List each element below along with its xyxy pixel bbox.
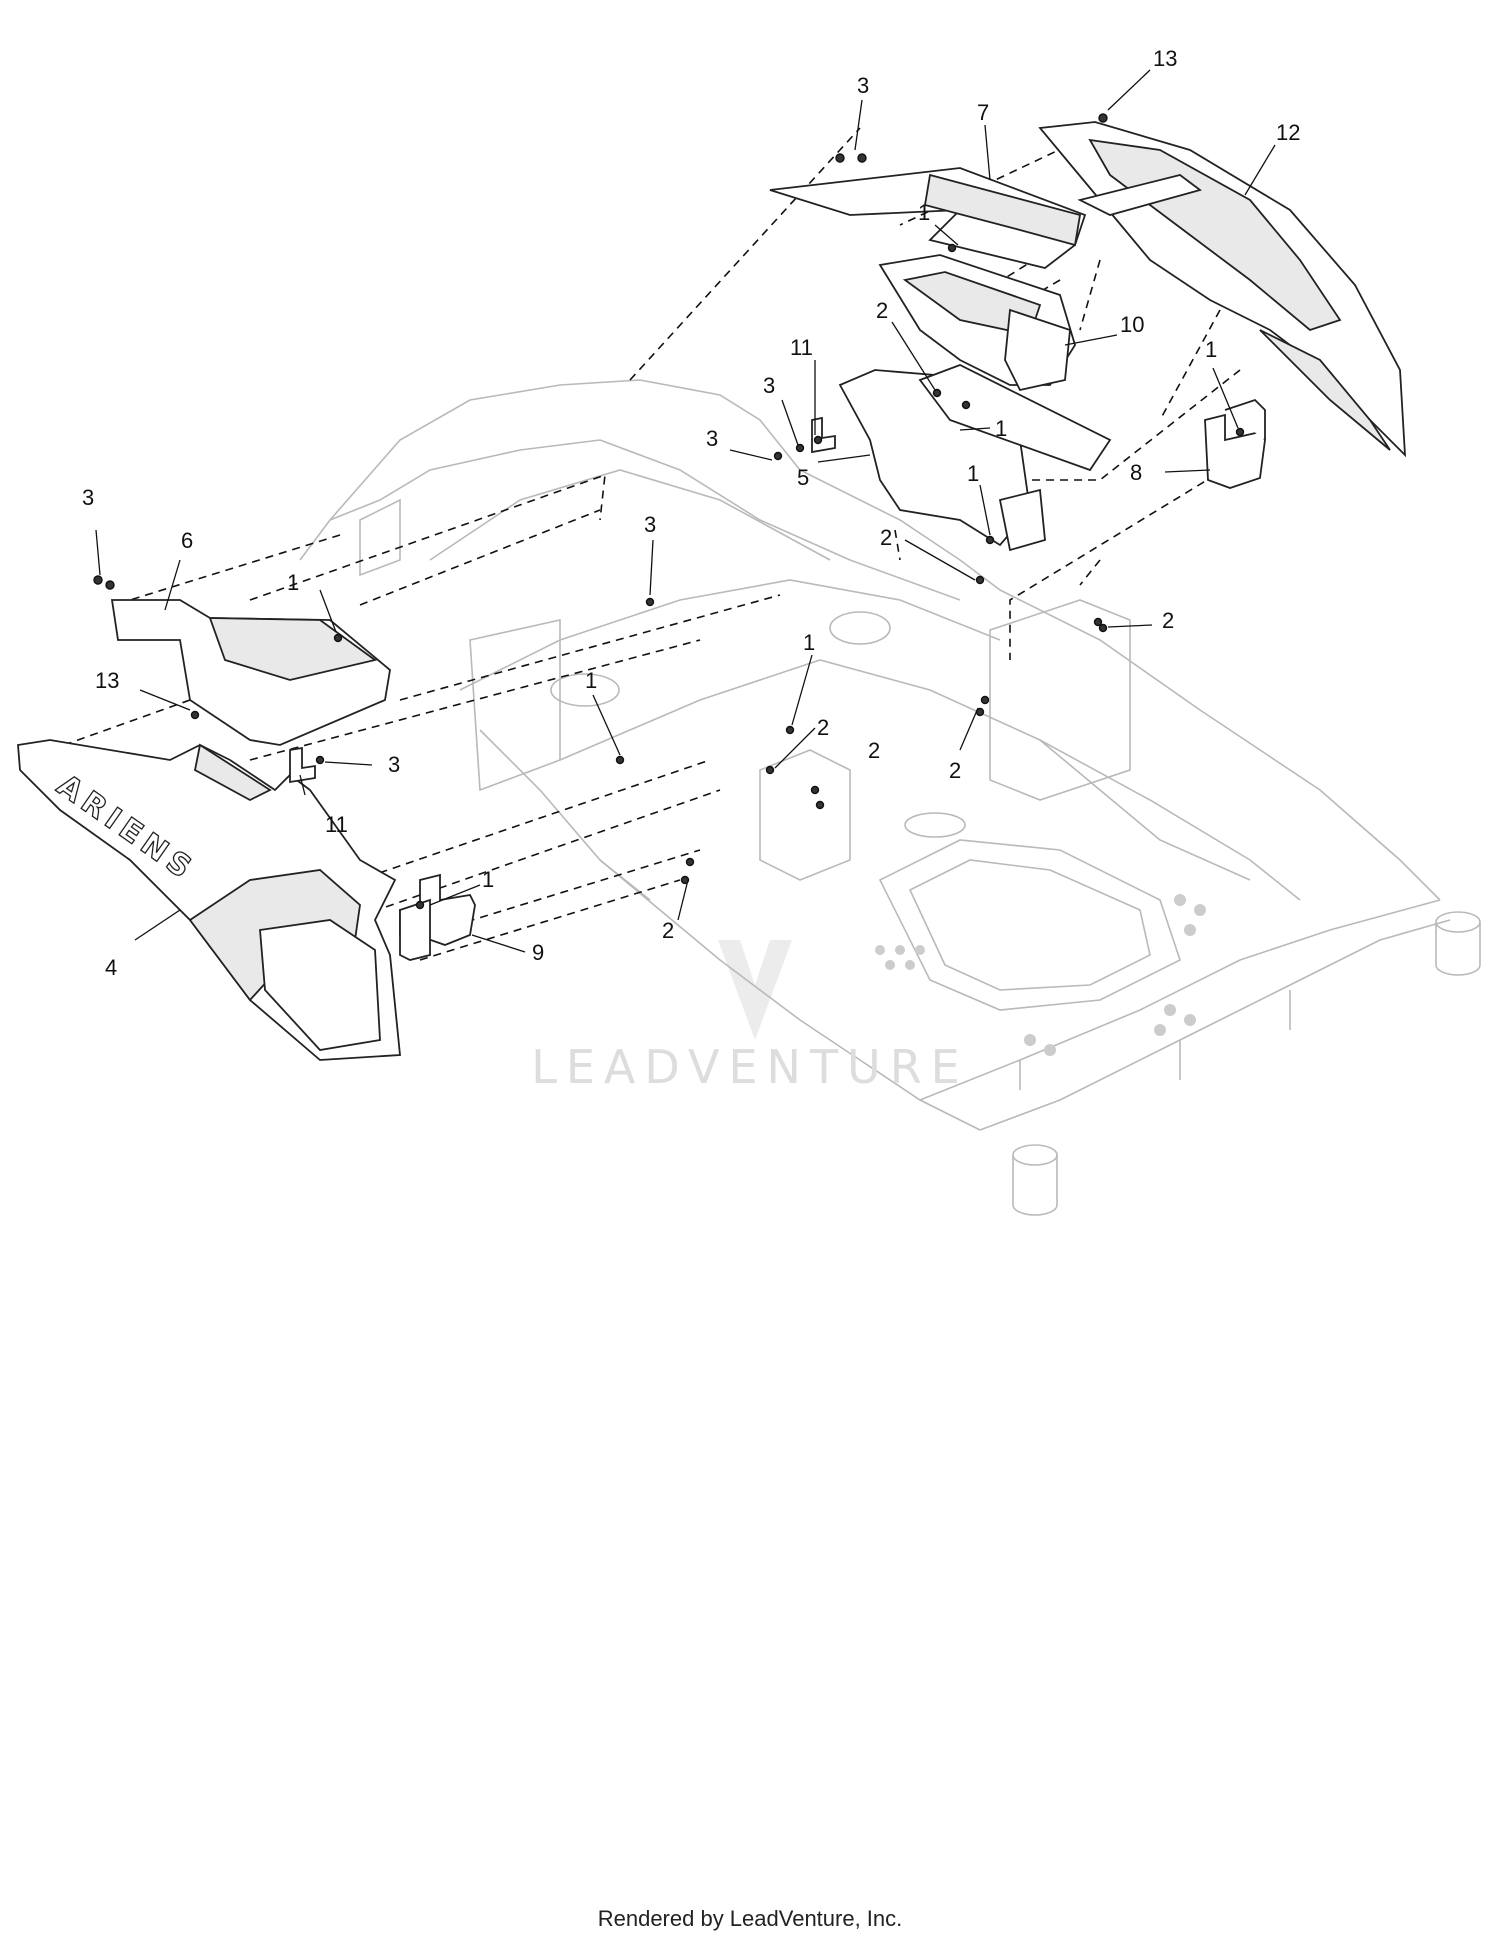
fasteners [93, 113, 1245, 910]
callout-10: 10 [1120, 312, 1144, 337]
part-12-rear-bumper [1038, 121, 1407, 458]
callout-2: 2 [868, 738, 880, 763]
callout-11: 11 [790, 335, 813, 360]
callout-1: 1 [967, 461, 979, 486]
callout-12: 12 [1276, 120, 1300, 145]
callout-3: 3 [857, 73, 869, 98]
watermark-text: LEADVENTURE [531, 1040, 969, 1094]
callout-2: 2 [1162, 608, 1174, 633]
callout-7: 7 [977, 100, 989, 125]
callout-2: 2 [949, 758, 961, 783]
callout-1: 1 [287, 570, 299, 595]
callout-1: 1 [482, 867, 494, 892]
part-10-storage-bin [878, 254, 1076, 392]
part-4-front-bumper: ARIENS [17, 739, 401, 1061]
callout-1: 1 [918, 200, 930, 225]
footer-credit: Rendered by LeadVenture, Inc. [597, 1906, 903, 1931]
callout-2: 2 [662, 918, 674, 943]
callout-1: 1 [1205, 337, 1217, 362]
callout-2: 2 [876, 298, 888, 323]
callouts: 13 3 7 12 1 2 10 11 3 3 1 5 1 8 1 2 3 6 … [82, 46, 1300, 980]
part-11-bracket-left [289, 746, 316, 784]
callout-2: 2 [880, 525, 892, 550]
callout-11: 11 [325, 812, 348, 837]
part-7-top-panel [769, 167, 1087, 269]
callout-9: 9 [532, 940, 544, 965]
watermark-logo [718, 940, 792, 1040]
callout-4: 4 [105, 955, 117, 980]
assembly-lines [49, 127, 1241, 961]
callout-3: 3 [644, 512, 656, 537]
callout-8: 8 [1130, 460, 1142, 485]
callout-3: 3 [763, 373, 775, 398]
callout-13: 13 [95, 668, 119, 693]
callout-3: 3 [82, 485, 94, 510]
callout-3: 3 [706, 426, 718, 451]
callout-2: 2 [817, 715, 829, 740]
callout-1: 1 [995, 416, 1007, 441]
callout-5: 5 [797, 465, 809, 490]
part-9-bracket-lower [399, 873, 476, 961]
callout-13: 13 [1153, 46, 1177, 71]
callout-1: 1 [585, 668, 597, 693]
part-6-side-shield [110, 599, 391, 746]
mower-frame [299, 379, 1481, 1216]
callout-1: 1 [803, 630, 815, 655]
callout-3: 3 [388, 752, 400, 777]
part-5-center-panel [838, 364, 1112, 552]
leader-lines [95, 69, 1276, 953]
callout-6: 6 [181, 528, 193, 553]
part-8-bracket-right [1204, 398, 1266, 489]
